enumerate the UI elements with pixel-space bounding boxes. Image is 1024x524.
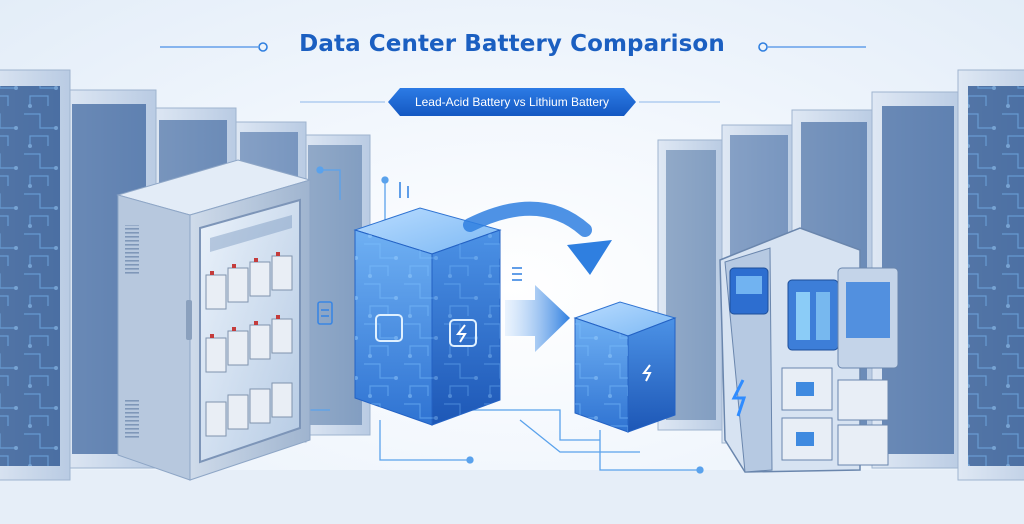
battery-cube-large [353,207,502,426]
subtitle-banner: Lead-Acid Battery vs Lithium Battery [388,88,636,116]
title-rules [160,42,866,103]
decorative-icons [317,182,522,325]
page-title: Data Center Battery Comparison [299,31,725,57]
floor [0,470,1024,524]
transition-arrows [463,201,612,352]
battery-cube-small [573,301,677,433]
lithium-battery-cabinet [719,227,899,473]
lead-acid-battery-cabinet [116,159,312,481]
